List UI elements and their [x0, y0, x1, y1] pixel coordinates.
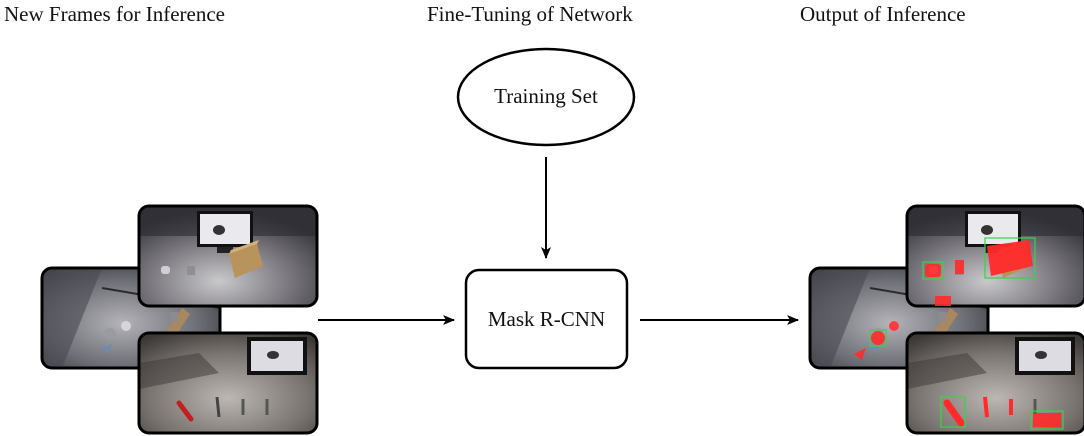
output-frame-stack: [810, 206, 1084, 433]
output-frame-desk: [907, 206, 1084, 306]
output-frame-tools: [907, 333, 1084, 433]
mask-rcnn-node: [464, 268, 629, 370]
mask-rcnn-label: Mask R-CNN: [487, 307, 606, 331]
heading-output: Output of Inference: [800, 2, 966, 26]
input-frame-tools: [139, 333, 317, 433]
input-frame-desk: [139, 206, 317, 306]
input-frame-stack: [42, 206, 317, 433]
heading-fine-tuning: Fine-Tuning of Network: [427, 2, 633, 26]
training-set-label: Training Set: [494, 84, 598, 108]
heading-new-frames: New Frames for Inference: [4, 2, 225, 26]
output-frame-tabletop: [810, 268, 988, 368]
training-set-node: [456, 47, 636, 147]
